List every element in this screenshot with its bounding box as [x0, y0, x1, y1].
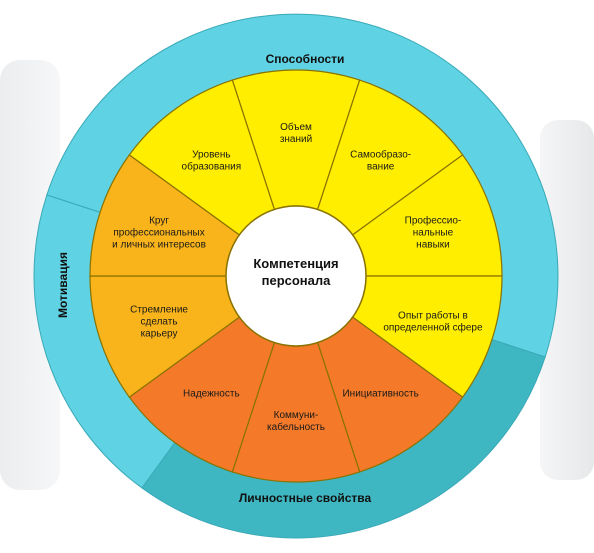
segment-label: Надежность [183, 388, 240, 399]
segment-label: Самообразо-вание [350, 149, 411, 173]
ring-label-abilities: Способности [266, 52, 345, 66]
segments-layer [89, 69, 503, 483]
segment-label: Коммуни-кабельность [267, 410, 325, 433]
ring-label-personal: Личностные свойства [239, 491, 372, 505]
ring-label-motivation: Мотивация [56, 252, 70, 318]
segment-label: Инициативность [342, 388, 418, 399]
center-circle [225, 205, 367, 347]
